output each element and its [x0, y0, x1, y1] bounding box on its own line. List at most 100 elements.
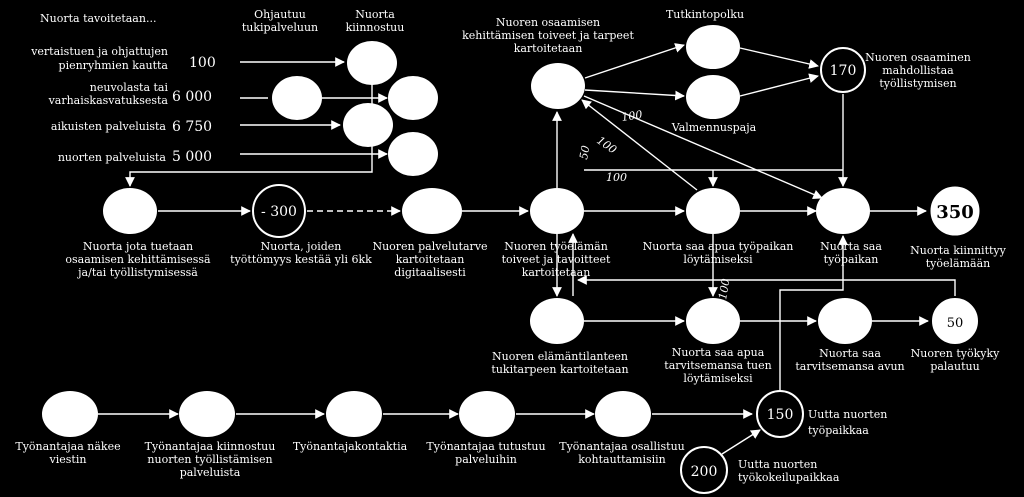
value-50: 50	[947, 316, 964, 331]
arrow-tutkinto-170	[739, 47, 819, 69]
kiinnostuu-label-2: kiinnostuu	[346, 21, 405, 34]
osaaminen-label-2: kehittämisen toiveet ja tarpeet	[462, 29, 634, 42]
header-text: Nuorta tavoitetaan...	[40, 12, 156, 25]
arrow-label-50: 50	[577, 144, 592, 160]
value-350: 350	[936, 202, 974, 223]
value-300: - 300	[261, 204, 297, 220]
arrow-150-up	[779, 235, 848, 405]
node-350	[927, 183, 983, 239]
node-valmennuspaja	[686, 75, 740, 119]
digitaalisesti-label-3: digitaalisesti	[394, 266, 466, 279]
source-1-value: 100	[189, 55, 216, 71]
arrow-to-tutkinto	[584, 43, 685, 79]
arrow-valmennus-170	[739, 73, 819, 97]
node-emp-osallistuu	[595, 391, 651, 437]
emp-2-label-1: Työnantajaa kiinnostuu	[145, 440, 276, 453]
tarvitsemansa-tuen-label-2: tarvitsemansa tuen	[664, 359, 771, 372]
node-aikuisten	[343, 103, 393, 147]
osaaminen-label-3: kartoitetaan	[514, 42, 583, 55]
lower-arrows	[552, 233, 956, 405]
tyoelaman-label-1: Nuoren työelämän	[504, 240, 608, 253]
source-1-label-line2: pienryhmien kautta	[59, 59, 169, 72]
source-3-label: aikuisten palveluista	[51, 120, 167, 133]
arrow-200-150	[721, 429, 761, 455]
source-1-label-line1: vertaistuen ja ohjattujen	[30, 45, 168, 58]
node-tyoelaman	[530, 188, 584, 234]
node-neuvola	[388, 76, 438, 120]
emp-1-label-1: Työnantajaa näkee	[15, 440, 120, 453]
tuetaan-label-1: Nuorta jota tuetaan	[83, 240, 193, 253]
node-digitaalisesti	[402, 188, 462, 234]
digitaalisesti-label-1: Nuoren palvelutarve	[372, 240, 487, 253]
ohjautuu-label-2: tukipalveluun	[242, 21, 318, 34]
node-150	[756, 390, 804, 438]
source-4-label: nuorten palveluista	[58, 151, 167, 164]
tyoelaman-label-2: toiveet ja tavoitteet	[502, 253, 611, 266]
node-apua-tyopaikan	[686, 188, 740, 234]
new-jobs-label-2: työpaikkaa	[808, 424, 869, 437]
node-tuetaan	[103, 188, 157, 234]
mahdollistaa-label-2: mahdollistaa	[882, 64, 954, 77]
mahdollistaa-label-1: Nuoren osaaminen	[865, 51, 971, 64]
value-200: 200	[691, 464, 718, 480]
tarvitsemansa-tuen-label-3: löytämiseksi	[683, 372, 753, 385]
mahdollistaa-label-3: työllistymisen	[879, 77, 956, 90]
arrow-label-100-top: 100	[621, 108, 644, 124]
new-trials-label-2: työkokeilupaikkaa	[738, 471, 840, 484]
node-50	[930, 296, 980, 346]
emp-1-label-2: viestin	[49, 453, 87, 466]
tyokyky-label-1: Nuoren työkyky	[911, 347, 1000, 360]
node-tarvitsemansa-avun	[818, 298, 872, 344]
employer-arrows	[98, 409, 761, 455]
node-200	[680, 446, 728, 494]
tutkintopolku-label: Tutkintopolku	[666, 8, 744, 21]
node-300	[252, 184, 306, 238]
source-2-value: 6 000	[172, 89, 212, 105]
apua-tyopaikan-label-1: Nuorta saa apua työpaikan	[643, 240, 794, 253]
arrow-apua-osaaminen	[581, 99, 698, 191]
saa-tyopaikan-label-1: Nuorta saa	[820, 240, 882, 253]
source-2-label-line1: neuvolasta tai	[90, 81, 169, 94]
node-nuorten	[388, 132, 438, 176]
node-emp-kiinnostuu	[179, 391, 235, 437]
arrow-label-100-mid: 100	[594, 134, 619, 157]
source-list: vertaistuen ja ohjattujen pienryhmien ka…	[30, 45, 216, 165]
kiinnittyy-label-1: Nuorta kiinnittyy	[910, 244, 1007, 257]
emp-5-label-1: Työnantajaa osallistuu	[559, 440, 685, 453]
new-jobs-label-1: Uutta nuorten	[808, 408, 887, 421]
arrow-50-back	[577, 275, 956, 296]
node-ohjautuu	[272, 76, 322, 120]
arrow-label-100-vertical: 100	[716, 278, 732, 301]
value-170: 170	[830, 63, 857, 79]
tuetaan-label-2: osaamisen kehittämisessä	[65, 253, 211, 266]
kestaa-label-1: Nuorta, joiden	[261, 240, 342, 253]
tarvitsemansa-avun-label-2: tarvitsemansa avun	[795, 360, 904, 373]
kestaa-label-2: työttömyys kestää yli 6kk	[230, 253, 372, 266]
tyoelaman-label-3: kartoitetaan	[522, 266, 591, 279]
emp-5-label-2: kohtauttamisiin	[578, 453, 666, 466]
emp-3-label: Työnantajakontaktia	[293, 440, 408, 453]
node-saa-tyopaikan	[816, 188, 870, 234]
saa-tyopaikan-label-2: työpaikan	[824, 253, 879, 266]
arrow-osaaminen-tyopaikka	[583, 95, 823, 200]
node-170	[820, 47, 866, 93]
upper-arrows	[552, 43, 848, 200]
ohjautuu-label-1: Ohjautuu	[254, 8, 306, 21]
elamantilanteen-label-2: tukitarpeen kartoitetaan	[491, 363, 628, 376]
arrow-label-100-h: 100	[606, 171, 627, 184]
emp-4-label-2: palveluihin	[455, 453, 517, 466]
tuetaan-label-3: ja/tai työllistymisessä	[76, 266, 198, 279]
apua-tyopaikan-label-2: löytämiseksi	[683, 253, 753, 266]
tarvitsemansa-tuen-label-1: Nuorta saa apua	[672, 346, 765, 359]
source-2-label-line2: varhaiskasvatuksesta	[48, 94, 169, 107]
kiinnostuu-label-1: Nuorta	[355, 8, 395, 21]
valmennuspaja-label: Valmennuspaja	[671, 121, 757, 134]
kiinnittyy-label-2: työelämään	[926, 257, 990, 270]
source-3-value: 6 750	[172, 119, 212, 135]
emp-4-label-1: Työnantajaa tutustuu	[426, 440, 545, 453]
tyokyky-label-2: palautuu	[930, 360, 979, 373]
source-4-value: 5 000	[172, 149, 212, 165]
node-tutkintopolku	[686, 25, 740, 69]
digitaalisesti-label-2: kartoitetaan	[396, 253, 465, 266]
